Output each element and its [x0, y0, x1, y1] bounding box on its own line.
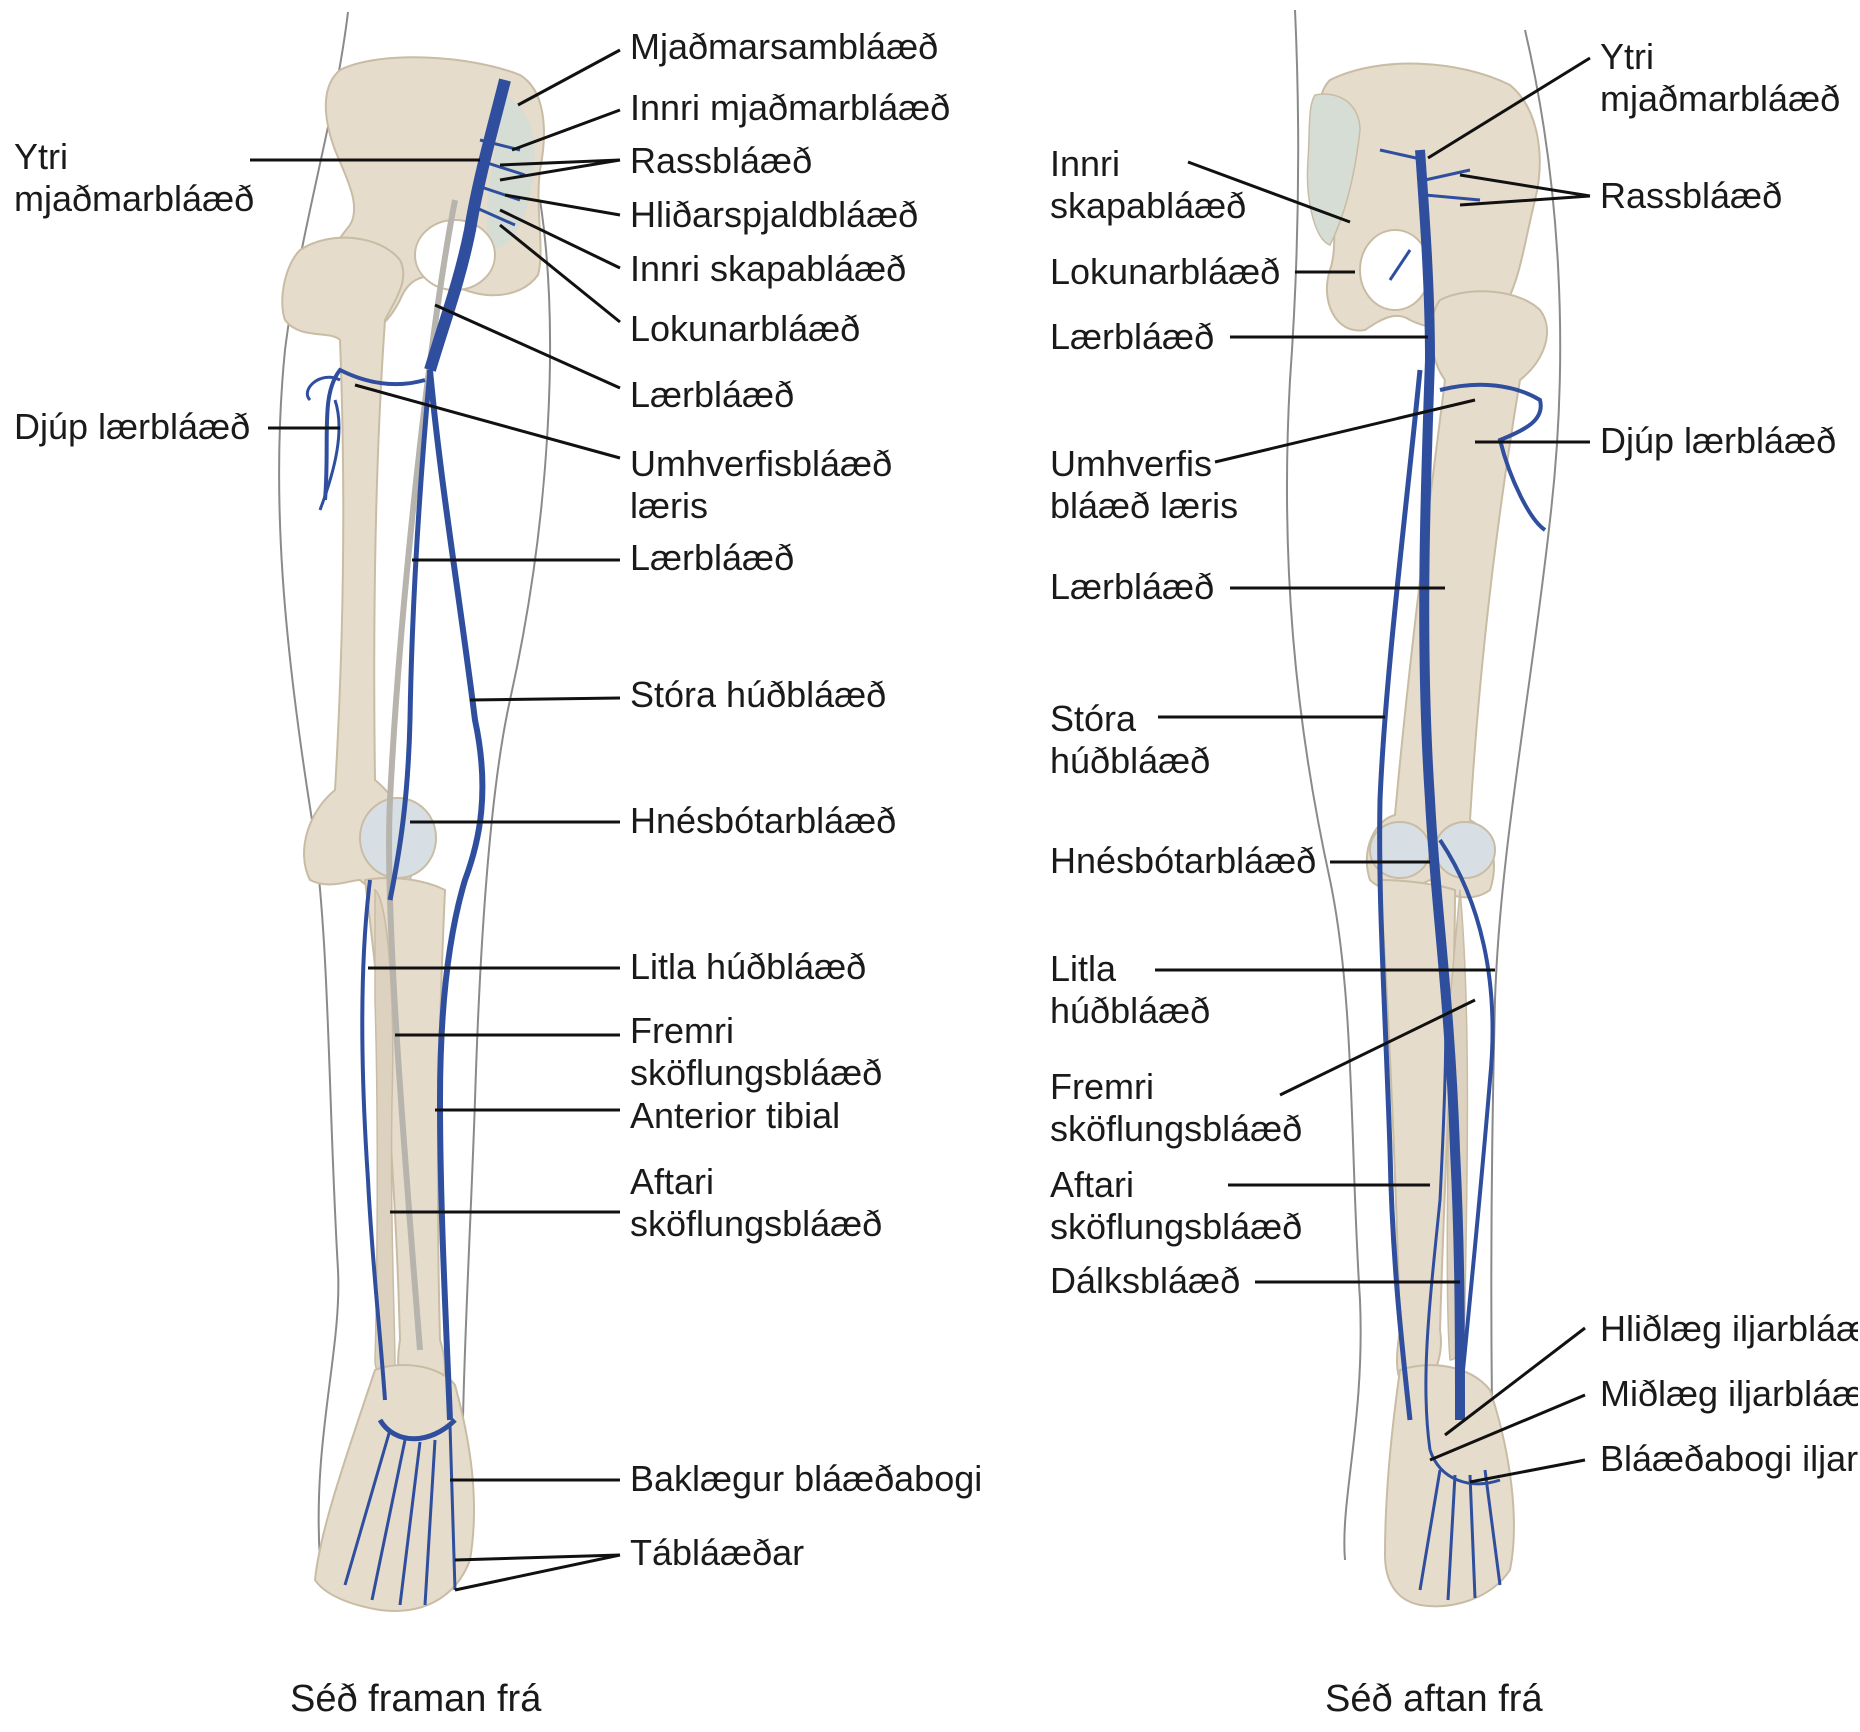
anterior-common-iliac-vein	[424, 78, 511, 372]
leader-posterior-right-2a	[1459, 173, 1591, 198]
anterior-digital-veins	[343, 1424, 457, 1606]
label-posterior-deep-femoral-vein: Djúp lærbláæð	[1600, 420, 1837, 461]
leader-anterior-3b	[499, 158, 621, 182]
leader-anterior-7	[434, 303, 621, 390]
label-anterior-femoral-vein: Lærbláæð	[630, 537, 795, 578]
leader-anterior-17b	[454, 1553, 621, 1592]
leader-anterior-8	[354, 383, 621, 460]
label-anterior-external-iliac-vein: Ytri mjaðmarbláæð	[14, 136, 255, 219]
posterior-body-outline-inner	[1490, 29, 1562, 1561]
caption-posterior: Séð aftan frá	[1325, 1678, 1543, 1720]
label-anterior-circumflex-femoral-vein: Umhverfisbláæð læris	[630, 443, 893, 526]
posterior-femoral-vein	[1415, 149, 1465, 1421]
leader-posterior-right-5	[1429, 1393, 1586, 1462]
leader-anterior-3a	[499, 158, 621, 167]
anterior-body-outline-inner	[460, 199, 551, 1561]
posterior-small-saphenous	[1438, 838, 1495, 1401]
label-posterior-femoral-vein-upper: Lærbláæð	[1050, 316, 1215, 357]
label-anterior-gluteal-vein: Rassbláæð	[630, 140, 813, 181]
label-anterior-obturator-vein: Lokunarbláæð	[630, 308, 861, 349]
label-posterior-femoral-vein: Lærbláæð	[1050, 566, 1215, 607]
anterior-fibula	[374, 888, 396, 1376]
anterior-dorsal-arch	[377, 1418, 457, 1442]
caption-anterior: Séð framan frá	[290, 1678, 542, 1720]
leader-posterior-right-2b	[1459, 194, 1591, 207]
label-anterior-internal-iliac-vein: Innri mjaðmarbláæð	[630, 87, 951, 128]
leader-posterior-left-4	[1214, 398, 1476, 464]
posterior-leg	[1285, 9, 1562, 1608]
label-anterior-anterior-tibial: Anterior tibial	[630, 1095, 841, 1136]
label-posterior-great-saphenous-vein: Stóra húðbláæð	[1050, 698, 1211, 781]
posterior-iliac-tributaries	[1379, 148, 1481, 281]
label-anterior-deep-femoral-vein: Djúp lærbláæð	[14, 406, 251, 447]
label-anterior-digital-veins: Tábláæðar	[630, 1532, 805, 1573]
posterior-body-outline	[1285, 9, 1362, 1561]
leader-anterior-17a	[454, 1553, 621, 1562]
label-posterior-gluteal-vein: Rassbláæð	[1600, 175, 1783, 216]
anterior-iliac-tributaries	[469, 138, 526, 227]
posterior-great-saphenous	[1377, 369, 1423, 1421]
leader-anterior-5	[499, 208, 621, 270]
label-anterior-internal-pudendal-vein: Innri skapabláæð	[630, 248, 907, 289]
leader-posterior-right-1	[1427, 56, 1591, 160]
label-anterior-posterior-tibial-vein: Aftari sköflungsbláæð	[630, 1161, 883, 1244]
label-posterior-posterior-tibial-vein: Aftari sköflungsbláæð	[1050, 1164, 1303, 1247]
label-anterior-femoral-vein-upper: Lærbláæð	[630, 374, 795, 415]
leader-lines	[250, 48, 1591, 1592]
leader-posterior-left-1	[1187, 160, 1351, 224]
leader-anterior-10	[469, 696, 621, 702]
leader-posterior-right-6	[1469, 1458, 1586, 1484]
label-anterior-common-iliac-vein: Mjaðmarsambláæð	[630, 26, 939, 67]
label-anterior-dorsal-venous-arch: Baklægur bláæðabogi	[630, 1458, 983, 1499]
label-anterior-anterior-tibial-vein: Fremri sköflungsbláæð	[630, 1010, 883, 1093]
anterior-femur	[281, 236, 414, 893]
posterior-tibial-veins	[1424, 899, 1448, 1451]
anterior-leg	[278, 11, 551, 1612]
posterior-condyle-lateral	[1434, 821, 1496, 879]
leader-anterior-6	[499, 223, 621, 324]
posterior-sacrum	[1306, 93, 1361, 246]
label-posterior-external-iliac-vein: Ytri mjaðmarbláæð	[1600, 36, 1841, 119]
label-posterior-internal-pudendal-vein: Innri skapabláæð	[1050, 143, 1247, 226]
label-anterior-small-saphenous-vein: Litla húðbláæð	[630, 946, 867, 987]
anterior-circumflex	[305, 375, 341, 511]
label-anterior-lateral-sacral-vein: Hliðarspjaldbláæð	[630, 194, 919, 235]
leader-anterior-2	[511, 108, 621, 152]
leader-posterior-right-4	[1444, 1326, 1586, 1437]
posterior-femur	[1365, 290, 1549, 899]
anterior-femoral-vein	[387, 369, 433, 901]
label-anterior-popliteal-vein: Hnésbótarbláæð	[630, 800, 897, 841]
anterior-lateral-leg-vein	[360, 879, 387, 1401]
label-posterior-small-saphenous-vein: Litla húðbláæð	[1050, 948, 1211, 1031]
posterior-foot	[1383, 1364, 1515, 1608]
label-posterior-medial-plantar-vein: Miðlæg iljarbláæð	[1600, 1373, 1858, 1414]
posterior-deep-femoral	[1439, 382, 1547, 532]
label-anterior-great-saphenous-vein: Stóra húðbláæð	[630, 674, 887, 715]
label-posterior-popliteal-vein: Hnésbótarbláæð	[1050, 840, 1317, 881]
leader-posterior-left-9	[1279, 998, 1476, 1097]
label-posterior-obturator-vein: Lokunarbláæð	[1050, 251, 1281, 292]
anterior-deep-femoral	[323, 367, 426, 501]
label-posterior-plantar-venous-arch: Bláæðabogi iljar	[1600, 1438, 1858, 1479]
label-posterior-fibular-vein: Dálksbláæð	[1050, 1260, 1241, 1301]
leader-anterior-4	[504, 193, 621, 217]
label-posterior-lateral-plantar-vein: Hliðlæg iljarbláæð	[1600, 1308, 1858, 1349]
label-posterior-anterior-tibial-vein: Fremri sköflungsbláæð	[1050, 1066, 1303, 1149]
posterior-plantar-veins	[1418, 1449, 1502, 1601]
leader-anterior-1	[517, 48, 621, 107]
label-posterior-circumflex-femoral-vein: Umhverfis bláæð læris	[1050, 443, 1239, 526]
anterior-great-saphenous	[427, 369, 486, 1421]
